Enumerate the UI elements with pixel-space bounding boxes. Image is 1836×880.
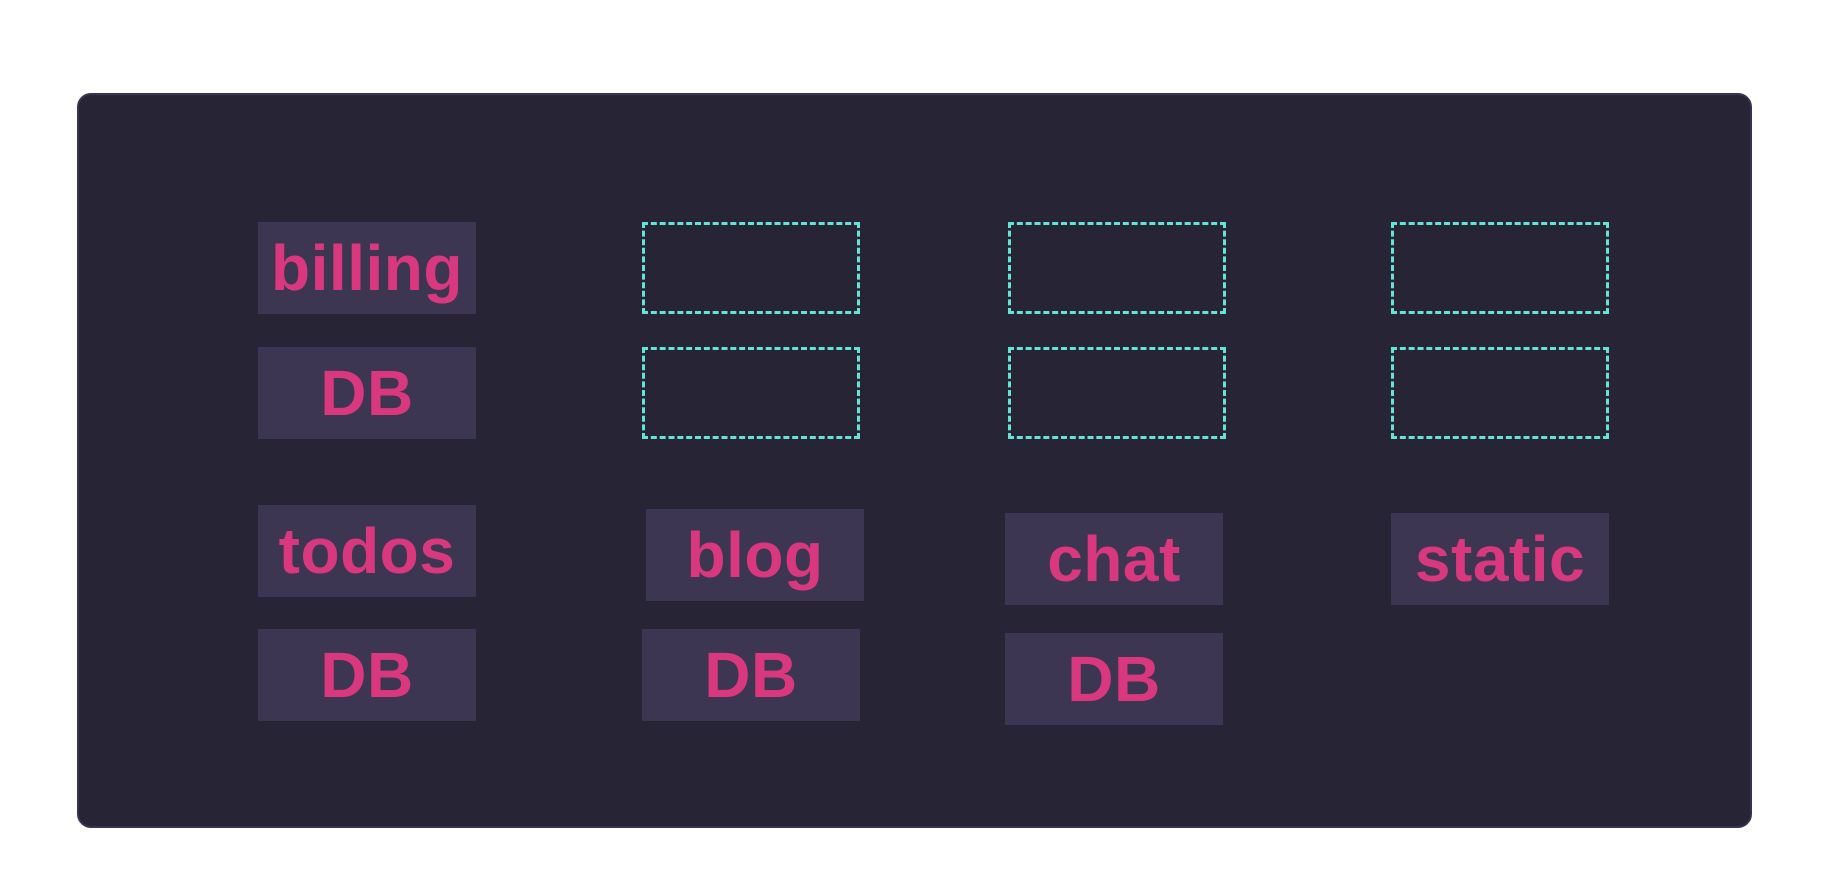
empty-slot-bottom bbox=[1391, 347, 1609, 439]
todos-db-box: DB bbox=[258, 629, 476, 721]
empty-slot-top bbox=[1391, 222, 1609, 314]
billing-service-label: billing bbox=[271, 232, 463, 304]
chat-service-box: chat bbox=[1005, 513, 1223, 605]
blog-db-label: DB bbox=[704, 639, 798, 711]
chat-service-label: chat bbox=[1047, 523, 1181, 595]
billing-db-label: DB bbox=[320, 357, 414, 429]
blog-service-box: blog bbox=[646, 509, 864, 601]
empty-slot-top bbox=[642, 222, 860, 314]
todos-db-label: DB bbox=[320, 639, 414, 711]
static-service-box: static bbox=[1391, 513, 1609, 605]
chat-db-box: DB bbox=[1005, 633, 1223, 725]
diagram-panel: billing DB todos DB blog DB chat DB stat… bbox=[77, 93, 1752, 828]
todos-service-label: todos bbox=[278, 515, 456, 587]
static-service-label: static bbox=[1414, 523, 1586, 595]
todos-service-box: todos bbox=[258, 505, 476, 597]
blog-db-box: DB bbox=[642, 629, 860, 721]
empty-slot-bottom bbox=[1008, 347, 1226, 439]
billing-db-box: DB bbox=[258, 347, 476, 439]
chat-db-label: DB bbox=[1067, 643, 1161, 715]
blog-service-label: blog bbox=[686, 519, 824, 591]
empty-slot-top bbox=[1008, 222, 1226, 314]
empty-slot-bottom bbox=[642, 347, 860, 439]
billing-service-box: billing bbox=[258, 222, 476, 314]
